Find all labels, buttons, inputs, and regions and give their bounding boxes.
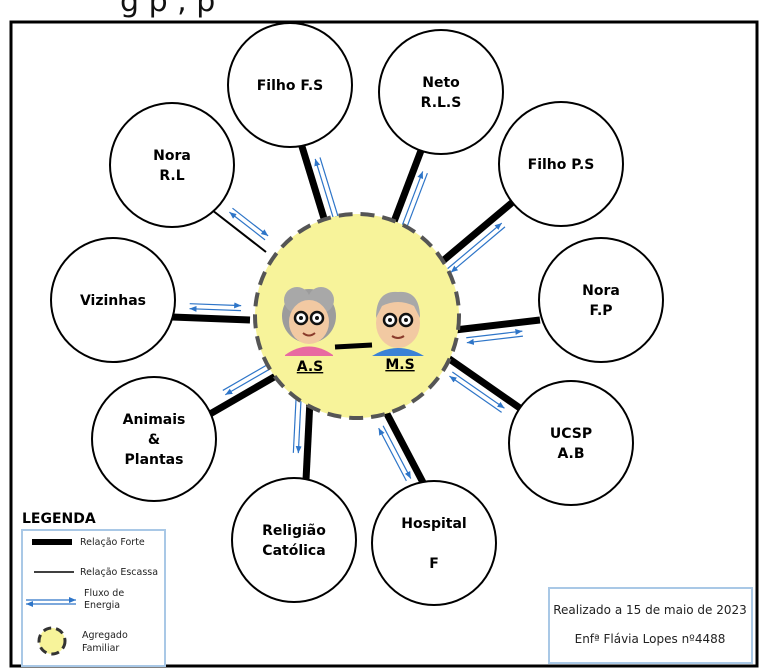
energy-arrow-out-filho-fs (314, 158, 336, 224)
node-label-animais-plantas-0: Animais (123, 412, 186, 428)
center-label-ms: M.S (385, 357, 414, 373)
node-circle-nora-fp (538, 237, 664, 363)
energy-arrow-out-hospital-f (382, 425, 412, 479)
relation-line-hospital-f (382, 410, 432, 494)
energy-arrow-out-neto-rls (399, 171, 424, 233)
center-label-as: A.S (297, 359, 324, 375)
legend-energy-label-1: Fluxo de (84, 588, 124, 599)
energy-arrow-out-ucsp-ab (451, 371, 505, 409)
node-circle-vizinhas (50, 237, 176, 363)
node-label-neto-rls-1: R.L.S (421, 95, 462, 111)
legend-title: LEGENDA (22, 511, 96, 527)
energy-arrow-out-nora-fp (466, 328, 523, 339)
node-label-religiao-catolica-1: Católica (262, 543, 325, 559)
legend-family-label-2: Familiar (82, 643, 119, 654)
credits: Realizado a 15 de maio de 2023 Enfª Fláv… (548, 587, 753, 664)
energy-arrow-in-nora-fp (466, 335, 524, 345)
cropped-header-text: g p , p (120, 0, 216, 19)
grandfather-avatar (372, 291, 424, 356)
node-label-nora-rl-0: Nora (153, 148, 191, 164)
node-label-nora-fp-0: Nora (582, 283, 620, 299)
energy-arrow-out-nora-rl (229, 211, 266, 241)
node-label-animais-plantas-1: & (148, 432, 160, 448)
energy-arrow-in-filho-fs (319, 157, 341, 223)
legend-weak-label: Relação Escassa (80, 567, 158, 578)
node-label-hospital-f-2: F (429, 556, 439, 572)
node-label-vizinhas-0: Vizinhas (80, 293, 146, 309)
couple-bond-line (334, 342, 373, 350)
node-circle-filho-ps (498, 101, 624, 227)
relation-line-nora-rl (211, 209, 267, 253)
energy-arrow-out-vizinhas (189, 305, 242, 312)
node-circle-ucsp-ab (508, 380, 634, 506)
node-label-animais-plantas-2: Plantas (125, 452, 184, 468)
legend-family-icon (37, 626, 67, 656)
legend-family-label-1: Agregado (82, 630, 128, 641)
node-label-neto-rls-0: Neto (422, 75, 460, 91)
energy-arrow-out-filho-ps (447, 222, 503, 270)
relation-line-vizinhas (171, 313, 251, 324)
node-label-hospital-f-0: Hospital (401, 516, 466, 532)
family-circle (253, 212, 461, 420)
energy-arrow-in-nora-rl (232, 207, 269, 237)
credits-line-1: Realizado a 15 de maio de 2023 (553, 603, 747, 617)
node-label-filho-ps-0: Filho P.S (528, 157, 595, 173)
energy-arrow-in-vizinhas (189, 302, 242, 309)
node-circle-religiao-catolica (231, 477, 357, 603)
node-circle-neto-rls (378, 29, 504, 155)
node-label-nora-rl-1: R.L (159, 168, 184, 184)
relation-line-nora-fp (454, 316, 541, 334)
legend: LEGENDA Relação Forte Relação Escassa Fl… (21, 511, 166, 667)
node-circle-hospital-f (371, 480, 497, 606)
energy-arrow-in-hospital-f (378, 427, 407, 482)
node-label-ucsp-ab-0: UCSP (550, 426, 592, 442)
node-circle-animais-plantas (91, 376, 217, 502)
legend-energy-label-2: Energia (84, 600, 120, 611)
node-label-nora-fp-1: F.P (589, 303, 612, 319)
relation-line-ucsp-ab (446, 355, 529, 416)
legend-strong-label: Relação Forte (80, 537, 145, 548)
energy-arrow-in-ucsp-ab (449, 375, 502, 413)
node-label-filho-fs-0: Filho F.S (257, 78, 324, 94)
credits-line-2: Enfª Flávia Lopes nº4488 (575, 632, 726, 646)
node-circle-nora-rl (109, 102, 235, 228)
credits-box (548, 587, 753, 664)
grandmother-avatar (282, 287, 336, 356)
node-circle-filho-fs (227, 22, 353, 148)
relation-line-filho-ps (429, 198, 517, 273)
outer-frame (9, 20, 759, 668)
energy-arrow-in-neto-rls (403, 173, 428, 235)
energy-arrow-in-filho-ps (450, 226, 506, 273)
node-label-religiao-catolica-0: Religião (262, 523, 326, 539)
node-label-ucsp-ab-1: A.B (557, 446, 584, 462)
